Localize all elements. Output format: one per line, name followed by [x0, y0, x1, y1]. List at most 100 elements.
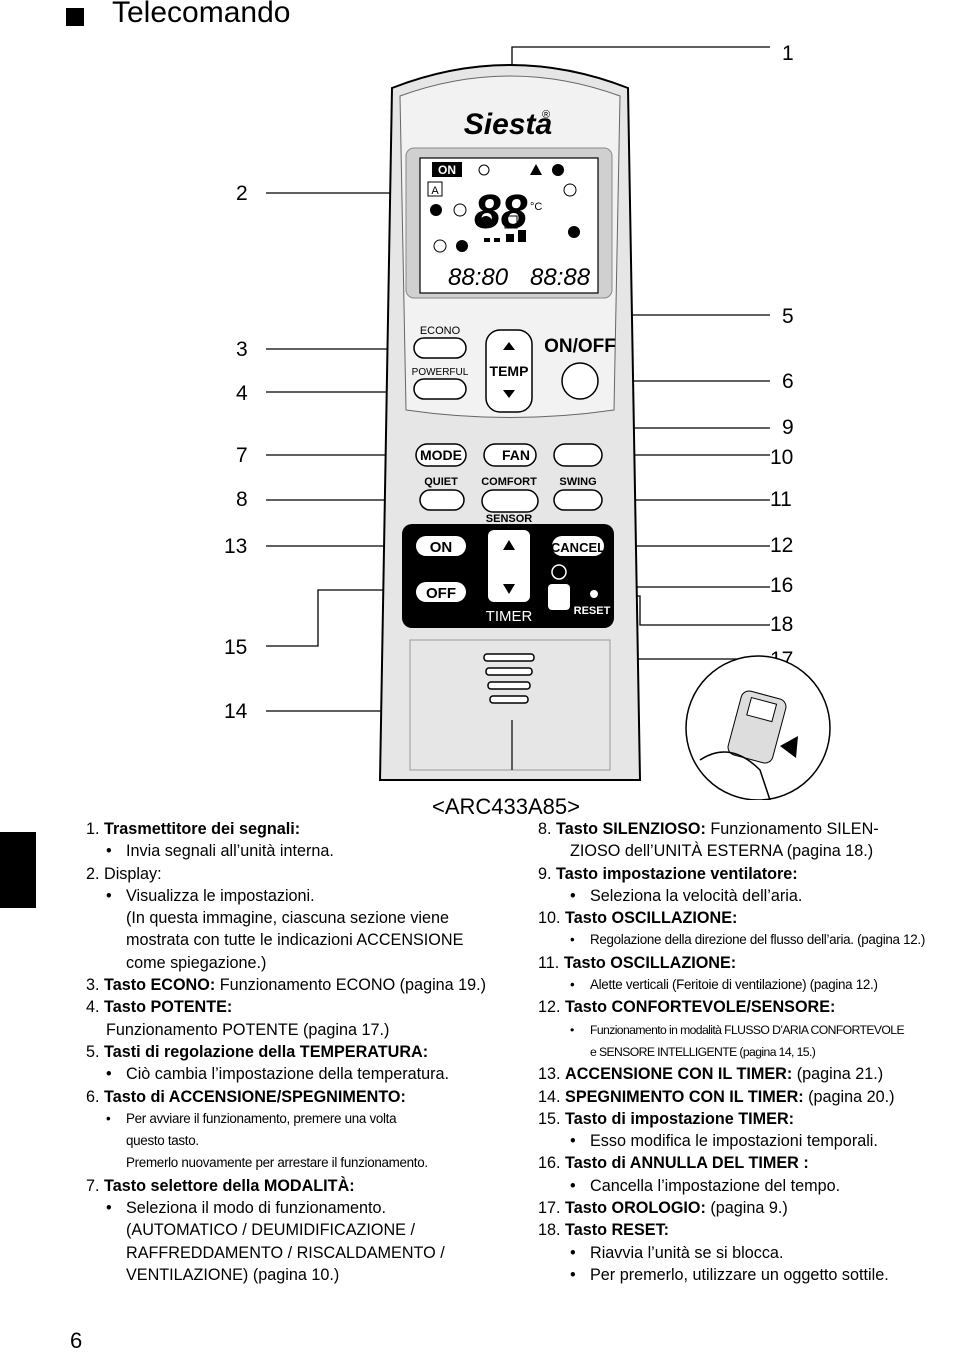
item-9: 9. Tasto impostazione ventilatore: — [538, 864, 798, 883]
onoff-button[interactable] — [561, 362, 599, 400]
item-7-text-3: VENTILAZIONE) (pagina 10.) — [126, 1265, 340, 1284]
model-number: <ARC433A85> — [432, 794, 580, 819]
item-16-bullet: Cancella l’impostazione del tempo. — [570, 1175, 958, 1198]
reset-label: RESET — [574, 605, 611, 617]
item-7-bullet: Seleziona il modo di funzionamento. — [106, 1197, 506, 1220]
item-5-bullet: Ciò cambia l’impostazione della temperat… — [106, 1063, 506, 1086]
temp-button[interactable] — [485, 329, 533, 413]
side-tab-marker — [0, 832, 36, 908]
item-18-bullet-1: Riavvia l’unità se si blocca. — [570, 1242, 958, 1265]
callout-16: 16 — [770, 574, 794, 597]
mode-button[interactable] — [415, 443, 467, 467]
remote-control-illustration: ON A 88 °C 88:80 88:88 Siesta ® ECONO PO… — [266, 46, 831, 800]
item-2-text-2: mostrata con tutte le indicazioni ACCENS… — [126, 931, 464, 950]
timer-label: TIMER — [486, 608, 533, 625]
item-3: 3. Tasto ECONO: Funzionamento ECONO (pag… — [86, 976, 487, 995]
item-6: 6. Tasto di ACCENSIONE/SPEGNIMENTO: — [86, 1087, 406, 1106]
swing-label: SWING — [559, 476, 596, 488]
timer-off-button[interactable] — [416, 582, 466, 602]
item-2: 2. Display: — [86, 864, 162, 883]
sensor-label: SENSOR — [486, 513, 533, 525]
callout-7: 7 — [236, 444, 248, 467]
comfort-label: COMFORT — [481, 476, 537, 488]
item-10: 10. Tasto OSCILLAZIONE: — [538, 909, 738, 928]
item-8-text: ZIOSO dell’UNITÀ ESTERNA (pagina 18.) — [570, 842, 874, 861]
lcd-timer-off: 88:88 — [530, 264, 591, 291]
item-4: 4. Tasto POTENTE: — [86, 998, 233, 1017]
quiet-label: QUIET — [424, 476, 458, 488]
callout-2: 2 — [236, 182, 248, 205]
callout-6: 6 — [782, 370, 794, 393]
callout-18: 18 — [770, 613, 794, 636]
right-column: 8. Tasto SILENZIOSO: Funzionamento SILEN… — [538, 818, 958, 1287]
item-5: 5. Tasti di regolazione della TEMPERATUR… — [86, 1042, 429, 1061]
timer-on-button[interactable] — [416, 536, 466, 556]
item-2-bullet: Visualizza le impostazioni. — [106, 885, 506, 908]
timer-set-button[interactable] — [488, 530, 530, 602]
page-number: 6 — [70, 1328, 83, 1353]
callout-5: 5 — [782, 305, 794, 328]
clock-icon — [551, 564, 567, 580]
temp-label: TEMP — [490, 363, 529, 379]
item-18-bullet-2: Per premerlo, utilizzare un oggetto sott… — [570, 1264, 958, 1287]
callout-11: 11 — [770, 488, 792, 511]
item-15-bullet: Esso modifica le impostazioni temporali. — [570, 1130, 958, 1153]
timer-on-label: ON — [430, 539, 453, 556]
item-2-text-3: come spiegazione.) — [126, 953, 267, 972]
callout-3: 3 — [236, 338, 248, 361]
item-13: 13. ACCENSIONE CON IL TIMER: (pagina 21.… — [538, 1065, 884, 1084]
callout-12: 12 — [770, 534, 794, 557]
lcd-timer-on: 88:80 — [448, 264, 509, 291]
onoff-label: ON/OFF — [544, 336, 616, 357]
clock-button[interactable] — [548, 584, 570, 610]
econo-label: ECONO — [420, 325, 461, 337]
item-9-bullet: Seleziona la velocità dell’aria. — [570, 885, 958, 908]
callout-8: 8 — [236, 488, 248, 511]
item-12-bullet: Funzionamento in modalità FLUSSO D’ARIA … — [570, 1019, 958, 1042]
powerful-label: POWERFUL — [412, 367, 469, 378]
swing-button[interactable] — [553, 489, 603, 511]
registered-mark: ® — [542, 109, 550, 121]
item-6-text-2: Premerlo nuovamente per arrestare il fun… — [126, 1155, 428, 1171]
swing-vertical-button[interactable] — [553, 443, 603, 467]
mode-label: MODE — [420, 447, 462, 463]
item-1: 1. Trasmettitore dei segnali: — [86, 820, 301, 838]
item-4-text: Funzionamento POTENTE (pagina 17.) — [106, 1020, 390, 1039]
item-2-text-1: (In questa immagine, ciascuna sezione vi… — [126, 909, 450, 928]
reset-button[interactable] — [590, 590, 598, 598]
item-18: 18. Tasto RESET: — [538, 1221, 670, 1240]
item-14: 14. SPEGNIMENTO CON IL TIMER: (pagina 20… — [538, 1087, 895, 1106]
transmitter-grille — [483, 653, 535, 704]
item-16: 16. Tasto di ANNULLA DEL TIMER : — [538, 1154, 809, 1173]
item-15: 15. Tasto di impostazione TIMER: — [538, 1109, 795, 1128]
item-11: 11. Tasto OSCILLAZIONE: — [538, 953, 737, 972]
item-11-bullet: Alette verticali (Feritoie di ventilazio… — [570, 974, 958, 997]
comfort-sensor-button[interactable] — [481, 489, 539, 513]
lcd-unit: °C — [530, 201, 542, 213]
item-12-text: e SENSORE INTELLIGENTE (pagina 14, 15.) — [590, 1044, 816, 1059]
item-12: 12. Tasto CONFORTEVOLE/SENSORE: — [538, 998, 836, 1017]
brand-logo: Siesta — [464, 108, 552, 141]
item-6-text-1: questo tasto. — [126, 1133, 199, 1149]
item-7: 7. Tasto selettore della MODALITÀ: — [86, 1176, 355, 1195]
lcd-screen — [419, 157, 599, 294]
callout-1: 1 — [782, 42, 794, 65]
fan-button[interactable] — [483, 443, 537, 467]
item-17: 17. Tasto OROLOGIO: (pagina 9.) — [538, 1199, 788, 1218]
callout-14: 14 — [224, 700, 248, 723]
item-6-bullet: Per avviare il funzionamento, premere un… — [106, 1108, 506, 1131]
cancel-button[interactable] — [552, 536, 604, 556]
callout-13: 13 — [224, 535, 248, 558]
item-7-text-2: RAFFREDDAMENTO / RISCALDAMENTO / — [126, 1243, 445, 1262]
item-10-bullet: Regolazione della direzione del flusso d… — [570, 929, 958, 952]
title-square-icon — [66, 8, 84, 26]
callout-15: 15 — [224, 636, 248, 659]
powerful-button[interactable] — [413, 378, 467, 400]
quiet-button[interactable] — [419, 489, 465, 511]
econo-button[interactable] — [413, 337, 467, 359]
lcd-auto-indicator: A — [431, 185, 439, 197]
callout-10: 10 — [770, 446, 794, 469]
arrow-down-icon — [780, 736, 798, 758]
battery-insertion-illustration — [685, 655, 831, 800]
page-title: Telecomando — [112, 0, 291, 29]
